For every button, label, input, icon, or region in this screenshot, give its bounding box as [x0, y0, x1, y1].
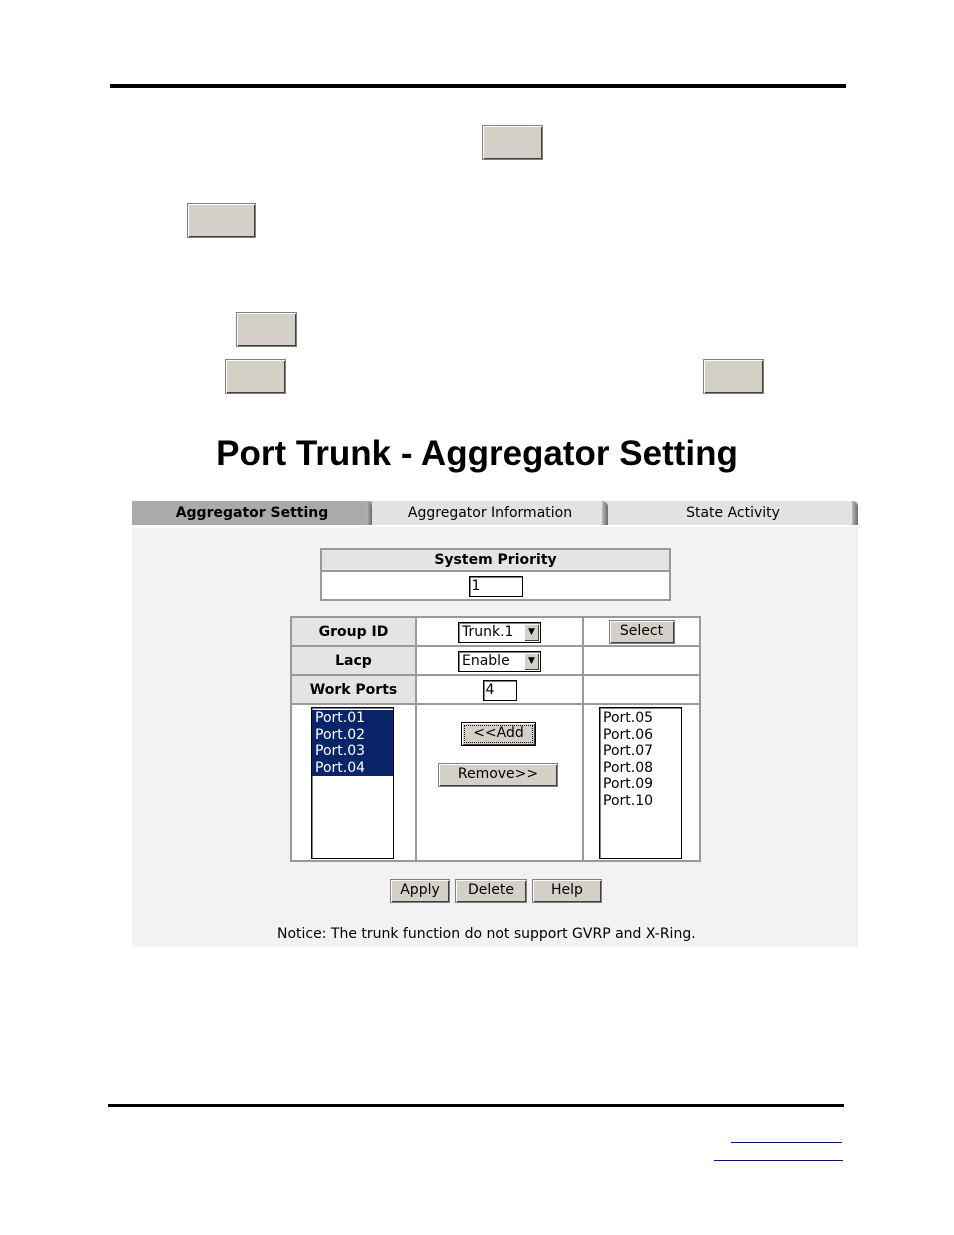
- notice-text: Notice: The trunk function do not suppor…: [277, 926, 696, 942]
- empty-cell: [583, 675, 700, 704]
- system-priority-input[interactable]: 1: [468, 575, 523, 597]
- select-cell: Select: [583, 617, 700, 646]
- work-ports-cell: 4: [416, 675, 583, 704]
- tab-label: Aggregator Setting: [175, 505, 329, 521]
- delete-button[interactable]: Delete: [455, 879, 527, 903]
- remove-port-button[interactable]: Remove>>: [438, 763, 558, 787]
- port-move-cell: [416, 704, 583, 861]
- lacp-cell: Enable ▼: [416, 646, 583, 675]
- tab-edge: [602, 501, 608, 525]
- lacp-label: Lacp: [291, 646, 416, 675]
- available-port-option[interactable]: Port.09: [603, 776, 654, 792]
- work-ports-input[interactable]: 4: [482, 679, 517, 701]
- lacp-select[interactable]: Enable ▼: [458, 650, 541, 672]
- tab-edge: [366, 501, 372, 525]
- inline-button-image: [187, 203, 256, 238]
- available-port-option[interactable]: Port.10: [603, 792, 654, 809]
- tab-label: Aggregator Information: [407, 505, 573, 521]
- available-port-option[interactable]: Port.06: [603, 726, 654, 743]
- select-button[interactable]: Select: [608, 619, 675, 644]
- tab-state-activity[interactable]: State Activity: [608, 500, 858, 525]
- tab-aggregator-setting[interactable]: Aggregator Setting: [132, 500, 372, 525]
- group-id-cell: Trunk.1 ▼: [416, 617, 583, 646]
- header-rule: [110, 84, 846, 88]
- member-port-option[interactable]: Port.01: [312, 710, 393, 727]
- chevron-down-icon: ▼: [524, 652, 539, 670]
- footer-rule: [108, 1104, 844, 1107]
- available-port-option[interactable]: Port.07: [603, 743, 654, 759]
- chevron-down-icon: ▼: [524, 623, 539, 641]
- system-priority-header: System Priority: [321, 549, 670, 571]
- add-port-button[interactable]: <<Add: [461, 722, 536, 746]
- inline-button-image: [482, 125, 543, 160]
- group-id-select[interactable]: Trunk.1 ▼: [458, 621, 541, 643]
- group-id-label: Group ID: [291, 617, 416, 646]
- tab-bar: Aggregator Setting Aggregator Informatio…: [132, 498, 858, 527]
- available-ports-listbox[interactable]: Port.05 Port.06 Port.07 Port.08 Port.09 …: [599, 707, 682, 859]
- member-port-option[interactable]: Port.03: [312, 743, 393, 760]
- member-port-option[interactable]: Port.02: [312, 726, 393, 743]
- available-ports-cell: [583, 704, 700, 861]
- member-ports-listbox[interactable]: Port.01 Port.02 Port.03 Port.04: [311, 707, 394, 859]
- member-port-option[interactable]: Port.04: [312, 759, 393, 776]
- empty-cell: [583, 646, 700, 675]
- member-ports-cell: [291, 704, 416, 861]
- tab-edge: [852, 501, 858, 525]
- available-port-option[interactable]: Port.05: [603, 710, 654, 726]
- page-title: Port Trunk - Aggregator Setting: [216, 434, 738, 473]
- group-id-value: Trunk.1: [462, 623, 514, 640]
- help-button[interactable]: Help: [532, 879, 602, 903]
- available-port-option[interactable]: Port.08: [603, 759, 654, 776]
- footer-link-underline: [714, 1160, 843, 1161]
- tab-label: State Activity: [686, 505, 780, 521]
- inline-button-image: [236, 312, 297, 347]
- system-priority-table: System Priority 1: [320, 548, 671, 601]
- footer-link-underline: [731, 1142, 842, 1143]
- system-priority-cell: 1: [321, 571, 670, 600]
- work-ports-label: Work Ports: [291, 675, 416, 704]
- apply-button[interactable]: Apply: [390, 879, 450, 903]
- inline-button-image: [225, 359, 286, 394]
- inline-button-image: [703, 359, 764, 394]
- lacp-value: Enable: [462, 652, 510, 669]
- tab-aggregator-information[interactable]: Aggregator Information: [372, 500, 608, 525]
